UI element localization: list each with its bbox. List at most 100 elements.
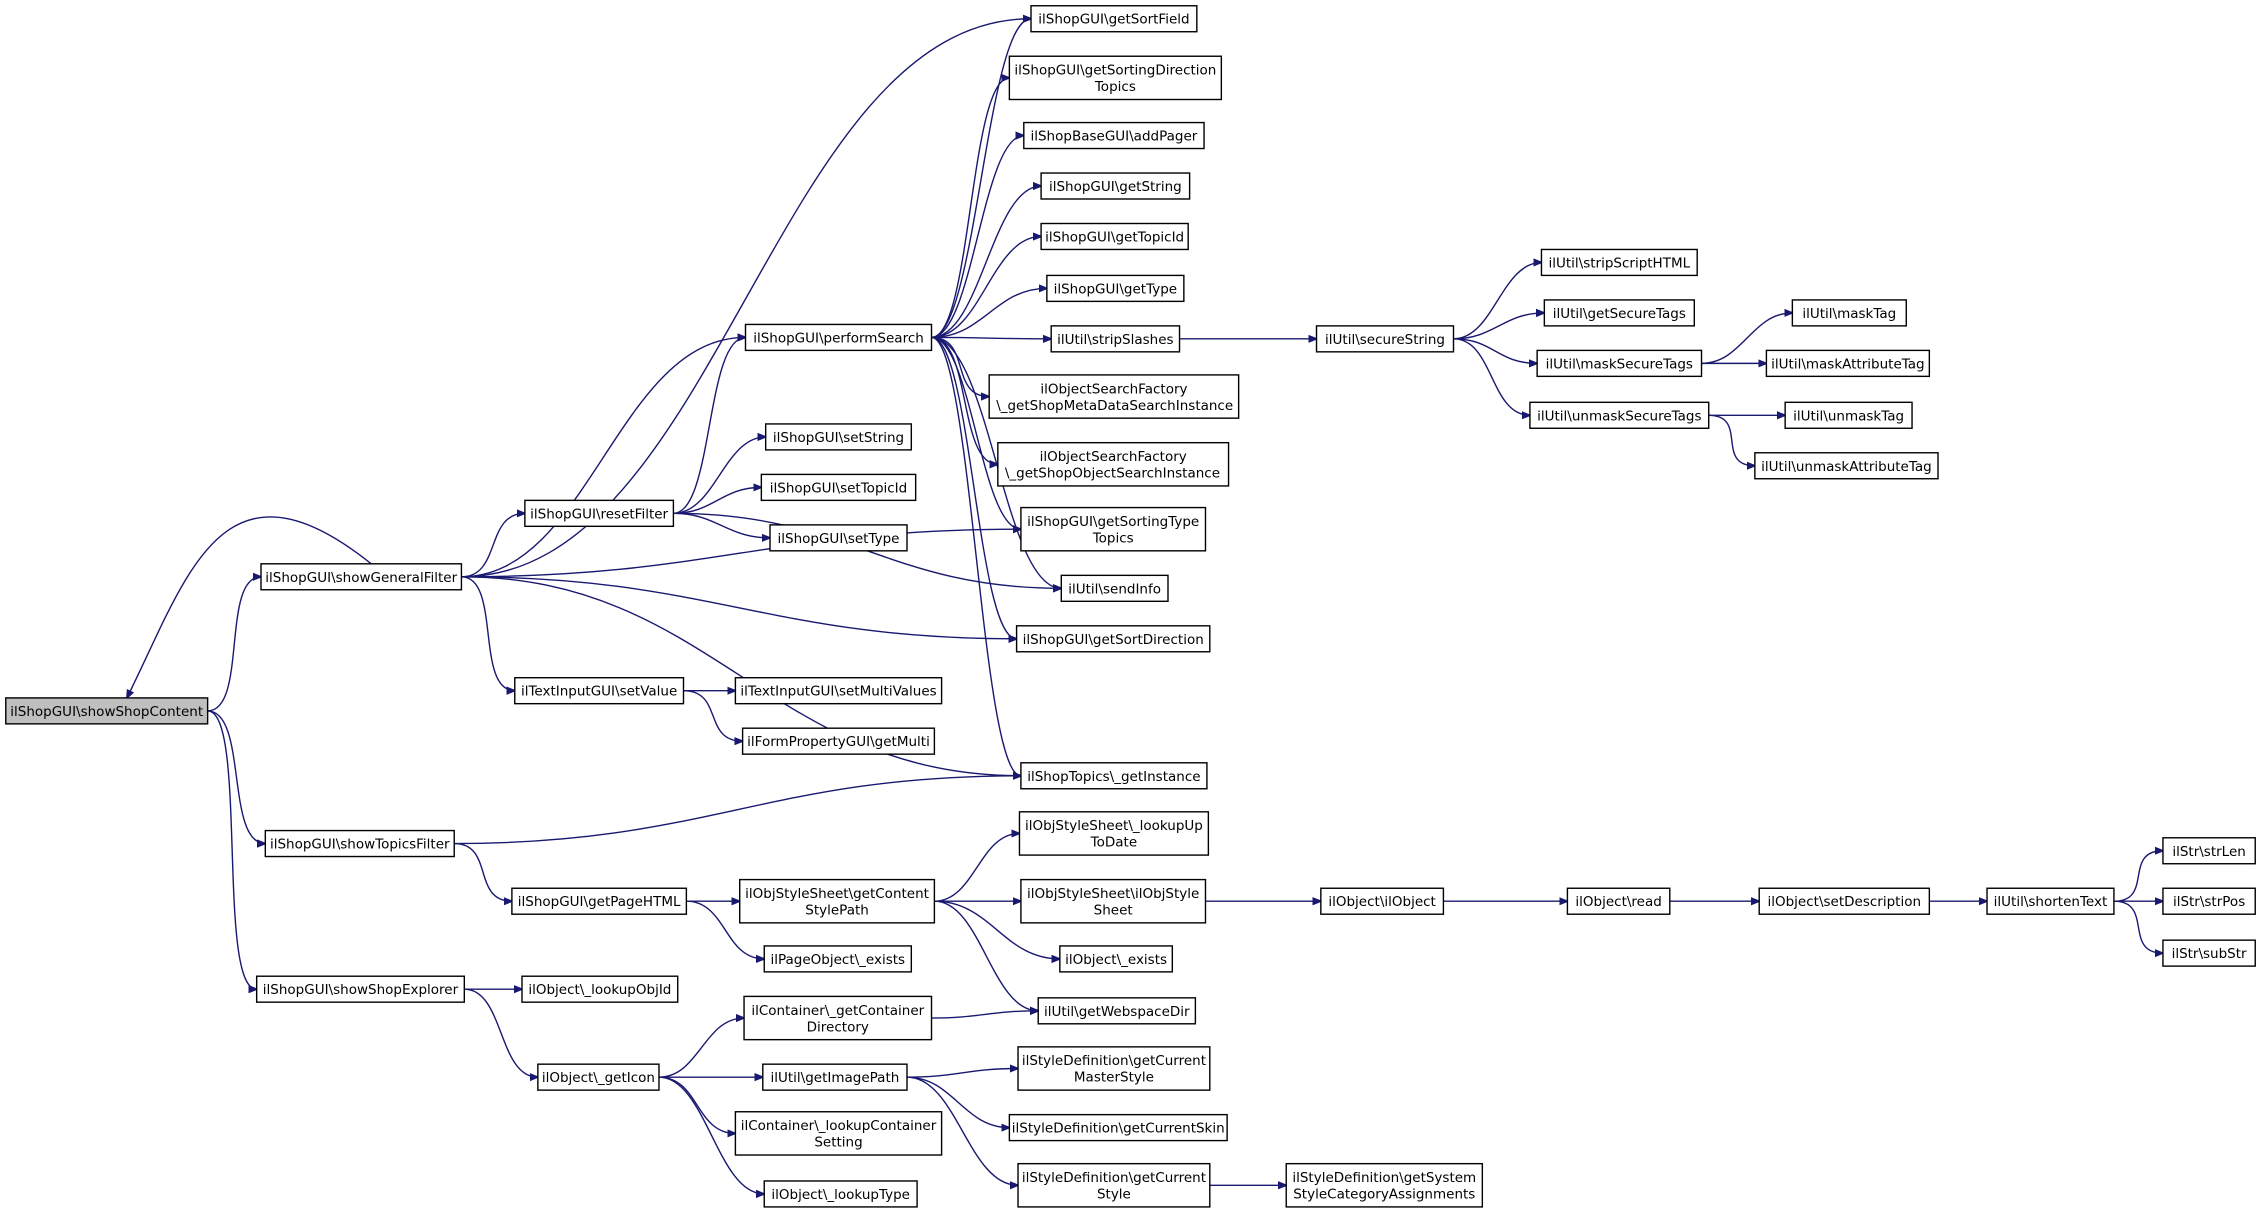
node-getInstance[interactable]: ilShopTopics\_getInstance: [1020, 762, 1208, 790]
node-setType[interactable]: ilShopGUI\setType: [769, 524, 908, 552]
node-label: StyleCategoryAssignments: [1293, 1187, 1475, 1203]
node-box: [1754, 452, 1939, 480]
node-box: [1020, 878, 1207, 924]
node-secureString[interactable]: ilUtil\secureString: [1315, 325, 1455, 353]
node-maskSecureTags[interactable]: ilUtil\maskSecureTags: [1536, 349, 1703, 378]
node-getType[interactable]: ilShopGUI\getType: [1046, 274, 1185, 303]
node-box: [1320, 887, 1445, 915]
node-getPageHTML[interactable]: ilShopGUI\getPageHTML: [511, 887, 688, 915]
edge-maskSecureTags-to-maskTag: [1701, 313, 1793, 365]
node-label: ilStr\subStr: [2172, 946, 2247, 962]
node-label: ilShopGUI\setType: [778, 531, 900, 547]
node-box: [1791, 299, 1907, 327]
node-label: ilStyleDefinition\getCurrent: [1022, 1170, 1206, 1186]
node-box: [762, 1063, 908, 1091]
node-label: ilFormPropertyGUI\getMulti: [747, 734, 930, 750]
node-getString[interactable]: ilShopGUI\getString: [1040, 172, 1191, 200]
node-showShopExplorer[interactable]: ilShopGUI\showShopExplorer: [255, 975, 466, 1003]
node-label: ilStyleDefinition\getSystem: [1292, 1170, 1476, 1186]
node-box: [1015, 625, 1211, 653]
node-getShopMetaDataSearchInstance[interactable]: ilObjectSearchFactory\_getShopMetaDataSe…: [988, 374, 1240, 419]
node-getTopicId[interactable]: ilShopGUI\getTopicId: [1040, 222, 1189, 251]
call-edges: [127, 19, 2163, 1194]
edge-performSearch-to-getSortingTypeTopics: [931, 336, 1021, 529]
node-label: ilUtil\getSecureTags: [1553, 306, 1686, 322]
node-stripSlashes[interactable]: ilUtil\stripSlashes: [1050, 325, 1181, 353]
node-unmaskAttributeTag[interactable]: ilUtil\unmaskAttributeTag: [1754, 452, 1939, 480]
edge-getImagePath-to-getCurrentSkin: [906, 1076, 1009, 1127]
node-showShopContent[interactable]: ilShopGUI\showShopContent: [5, 697, 209, 725]
node-objectExists[interactable]: ilObject\_exists: [1059, 945, 1174, 973]
node-getShopObjectSearchInstance[interactable]: ilObjectSearchFactory\_getShopObjectSear…: [997, 441, 1230, 487]
node-strLen[interactable]: ilStr\strLen: [2162, 837, 2256, 865]
node-ilObjStyleSheet[interactable]: ilObjStyleSheet\ilObjStyleSheet: [1020, 878, 1207, 924]
node-setDescription[interactable]: ilObject\setDescription: [1758, 887, 1931, 915]
node-box: [763, 945, 913, 973]
edge-setValue-to-getMulti: [683, 690, 742, 741]
edge-getContentStylePath-to-objectExists: [934, 900, 1059, 959]
edge-getImagePath-to-getCurrentMasterStyle: [906, 1068, 1018, 1078]
node-getSecureTags[interactable]: ilUtil\getSecureTags: [1543, 299, 1696, 327]
edge-secureString-to-maskSecureTags: [1453, 338, 1538, 364]
node-setTopicId[interactable]: ilShopGUI\setTopicId: [760, 473, 917, 502]
node-performSearch[interactable]: ilShopGUI\performSearch: [744, 323, 933, 352]
node-read[interactable]: ilObject\read: [1566, 887, 1671, 915]
node-getSortDirection[interactable]: ilShopGUI\getSortDirection: [1015, 625, 1211, 653]
node-unmaskSecureTags[interactable]: ilUtil\unmaskSecureTags: [1529, 401, 1710, 429]
node-sendInfo[interactable]: ilUtil\sendInfo: [1060, 574, 1169, 602]
node-stripScriptHTML[interactable]: ilUtil\stripScriptHTML: [1540, 248, 1698, 277]
node-ilObject[interactable]: ilObject\ilObject: [1320, 887, 1445, 915]
node-box: [2162, 939, 2256, 967]
node-getSystemStyleCategoryAssignments[interactable]: ilStyleDefinition\getSystemStyleCategory…: [1285, 1162, 1484, 1208]
node-box: [521, 975, 679, 1003]
node-pageObjectExists[interactable]: ilPageObject\_exists: [763, 945, 913, 973]
node-getCurrentSkin[interactable]: ilStyleDefinition\getCurrentSkin: [1008, 1113, 1228, 1142]
node-unmaskTag[interactable]: ilUtil\unmaskTag: [1784, 401, 1913, 429]
node-box: [1040, 172, 1191, 200]
node-getWebspaceDir[interactable]: ilUtil\getWebspaceDir: [1037, 997, 1197, 1025]
function-nodes: ilShopGUI\showShopContent ilShopGUI\getSo…: [5, 5, 2256, 1208]
node-label: ilObject\ilObject: [1328, 894, 1436, 910]
node-subStr[interactable]: ilStr\subStr: [2162, 939, 2256, 967]
edge-showGeneralFilter-to-setValue: [461, 576, 514, 691]
node-setMultiValues[interactable]: ilTextInputGUI\setMultiValues: [734, 677, 943, 705]
node-box: [1008, 55, 1223, 101]
node-maskAttributeTag[interactable]: ilUtil\maskAttributeTag: [1765, 349, 1931, 378]
node-label: ilShopTopics\_getInstance: [1027, 769, 1200, 785]
node-strPos[interactable]: ilStr\strPos: [2162, 887, 2256, 915]
node-resetFilter[interactable]: ilShopGUI\resetFilter: [524, 499, 675, 528]
edge-showGeneralFilter-to-getSortingTypeTopics: [461, 529, 1020, 578]
node-showTopicsFilter[interactable]: ilShopGUI\showTopicsFilter: [264, 829, 455, 858]
node-getMulti[interactable]: ilFormPropertyGUI\getMulti: [741, 727, 936, 755]
node-getIcon[interactable]: ilObject\_getIcon: [537, 1063, 660, 1091]
node-lookupObjId[interactable]: ilObject\_lookupObjId: [521, 975, 679, 1003]
node-maskTag[interactable]: ilUtil\maskTag: [1791, 299, 1907, 327]
node-box: [2162, 887, 2256, 915]
node-setString[interactable]: ilShopGUI\setString: [764, 423, 913, 451]
node-box: [537, 1063, 660, 1091]
node-label: ilObject\_lookupObjId: [528, 982, 671, 998]
node-setValue[interactable]: ilTextInputGUI\setValue: [514, 677, 685, 705]
node-label: ilShopGUI\getSortingType: [1027, 514, 1199, 530]
node-getSortField[interactable]: ilShopGUI\getSortField: [1030, 5, 1198, 33]
node-lookupType[interactable]: ilObject\_lookupType: [763, 1180, 918, 1208]
node-shortenText[interactable]: ilUtil\shortenText: [1986, 887, 2115, 915]
node-label: ilUtil\unmaskSecureTags: [1537, 408, 1701, 424]
node-getImagePath[interactable]: ilUtil\getImagePath: [762, 1063, 908, 1091]
node-box: [1784, 401, 1913, 429]
node-label: ilObject\_lookupType: [771, 1187, 910, 1203]
node-box: [1037, 997, 1197, 1025]
node-box: [1765, 349, 1931, 378]
node-addPager[interactable]: ilShopBaseGUI\addPager: [1023, 121, 1205, 150]
node-box: [1060, 574, 1169, 602]
node-showGeneralFilter[interactable]: ilShopGUI\showGeneralFilter: [260, 563, 463, 591]
